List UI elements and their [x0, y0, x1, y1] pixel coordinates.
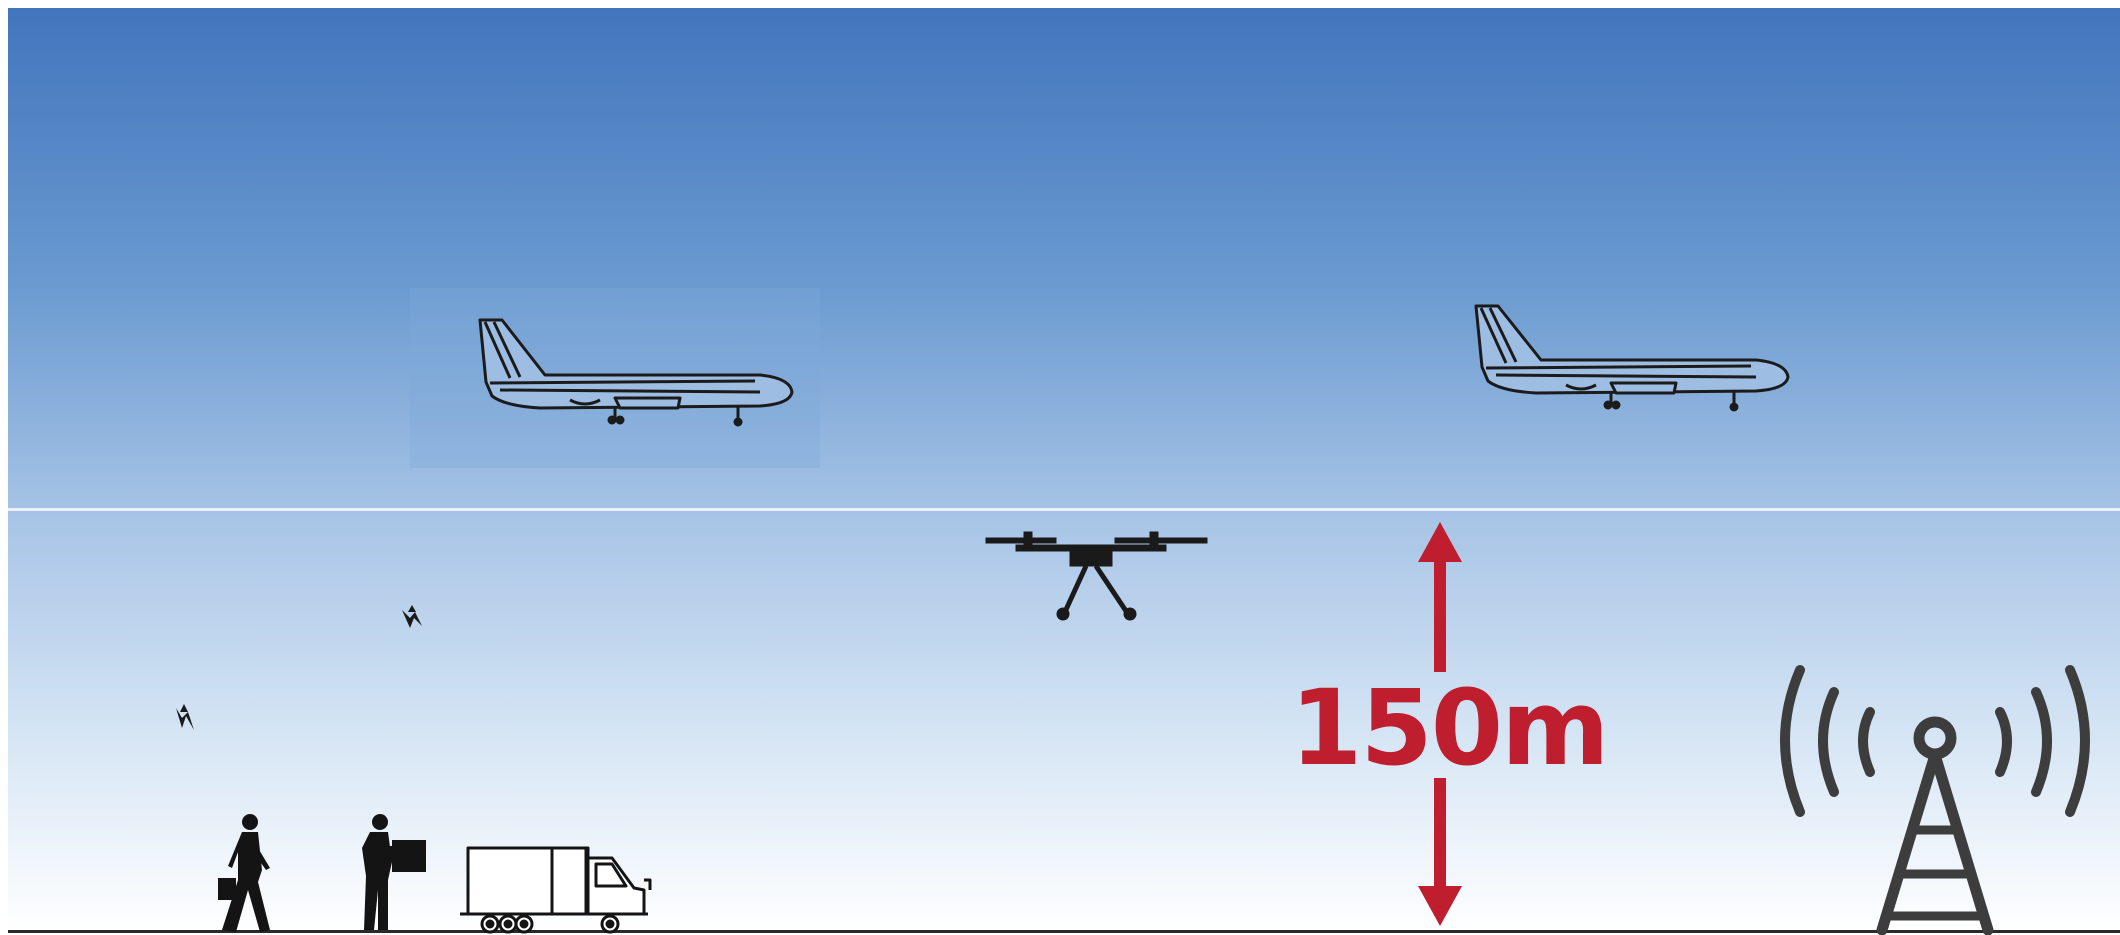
radio-tower-icon — [1780, 665, 2090, 935]
altitude-line — [8, 508, 2120, 511]
person-icon — [218, 814, 270, 932]
altitude-arrow — [1418, 522, 1462, 926]
airplane-left-icon — [478, 318, 794, 427]
bird-icon — [176, 704, 194, 730]
ground-line — [8, 930, 2120, 933]
bird-icon — [402, 605, 422, 628]
height-label: 150m — [1290, 667, 1609, 789]
person-icon — [362, 814, 426, 930]
truck-icon — [460, 846, 652, 934]
sky-background — [8, 8, 2120, 932]
drone-icon — [985, 531, 1208, 621]
airplane-right-icon — [1474, 304, 1790, 412]
